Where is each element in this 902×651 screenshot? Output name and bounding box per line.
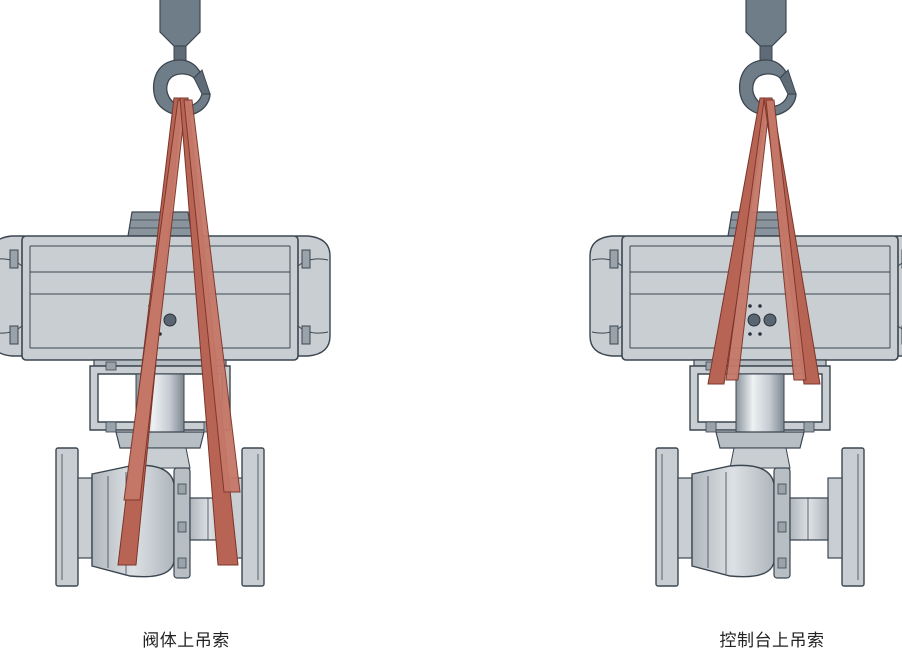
figure-actuator-sling: [589, 0, 902, 587]
sling-right: [707, 97, 821, 385]
figure-valve-body-sling: [0, 0, 331, 587]
sling-left: [117, 97, 241, 566]
caption-valve-body-sling: 阀体上吊索: [142, 631, 230, 651]
caption-actuator-sling: 控制台上吊索: [719, 631, 825, 651]
